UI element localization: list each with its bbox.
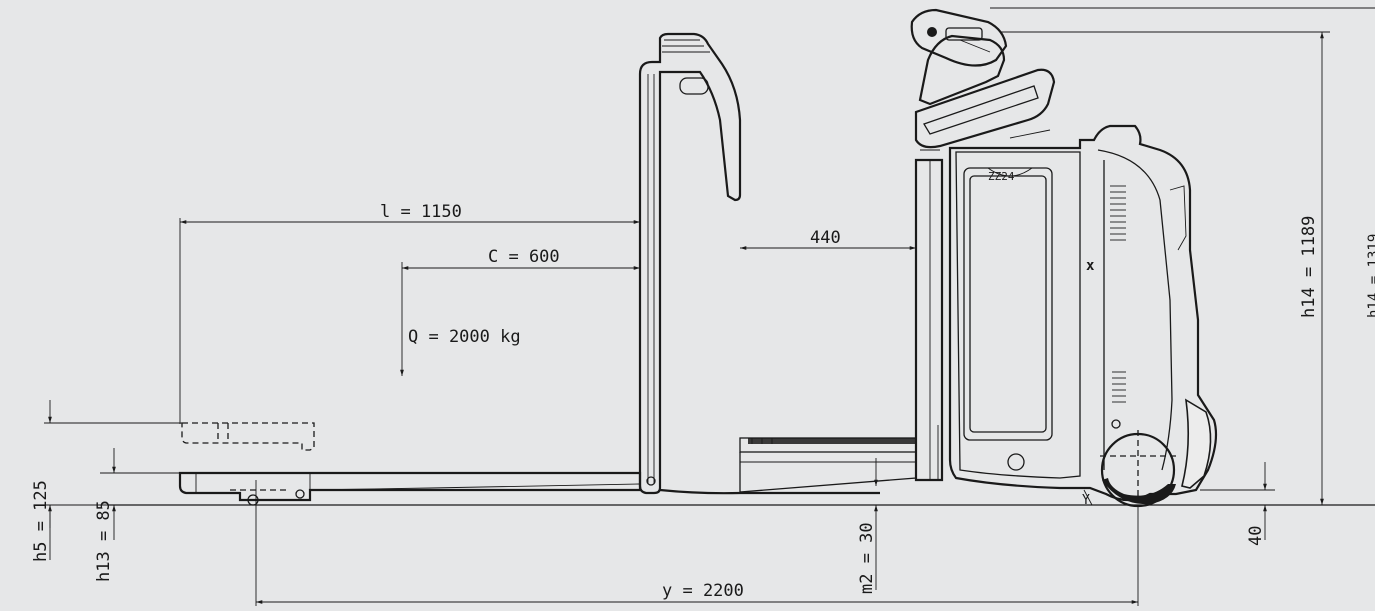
load-arrow: Q = 2000 kg <box>400 292 521 376</box>
label-y: y = 2200 <box>662 581 744 601</box>
dim-h13: h13 = 85 <box>94 448 180 582</box>
dim-c: C = 600 <box>401 247 640 292</box>
label-h5: h5 = 125 <box>31 480 51 562</box>
dim-clearance: 40 <box>1200 462 1275 546</box>
label-platform: 440 <box>810 228 841 248</box>
forks <box>178 422 642 506</box>
load-backrest <box>638 32 880 495</box>
dim-h14: h14 = 1189 <box>1000 31 1330 505</box>
label-h14: h14 = 1189 <box>1299 216 1319 318</box>
dim-platform: 440 <box>740 228 916 250</box>
label-q: Q = 2000 kg <box>408 327 521 347</box>
label-h13: h13 = 85 <box>94 500 114 582</box>
control-console <box>910 8 1056 151</box>
body-badge: ZZ24 <box>988 170 1015 183</box>
raised-fork-outline <box>181 422 315 451</box>
label-l: l = 1150 <box>380 202 462 222</box>
dim-l: l = 1150 <box>179 202 640 424</box>
label-m2: m2 = 30 <box>857 522 877 594</box>
label-c: C = 600 <box>488 247 560 267</box>
truck-body: ZZ24 x Y <box>948 124 1218 508</box>
dim-m2: m2 = 30 <box>857 458 878 594</box>
dim-h5: h5 = 125 <box>31 400 182 562</box>
label-h14-max: h14 = 1319 <box>1366 234 1375 318</box>
operator-platform <box>739 158 944 493</box>
dim-h14-max: h14 = 1319 <box>990 7 1375 318</box>
label-clearance: 40 <box>1246 526 1266 546</box>
x-mark: x <box>1086 258 1095 274</box>
y-mark: Y <box>1082 493 1090 508</box>
dim-y: y = 2200 <box>255 480 1139 606</box>
